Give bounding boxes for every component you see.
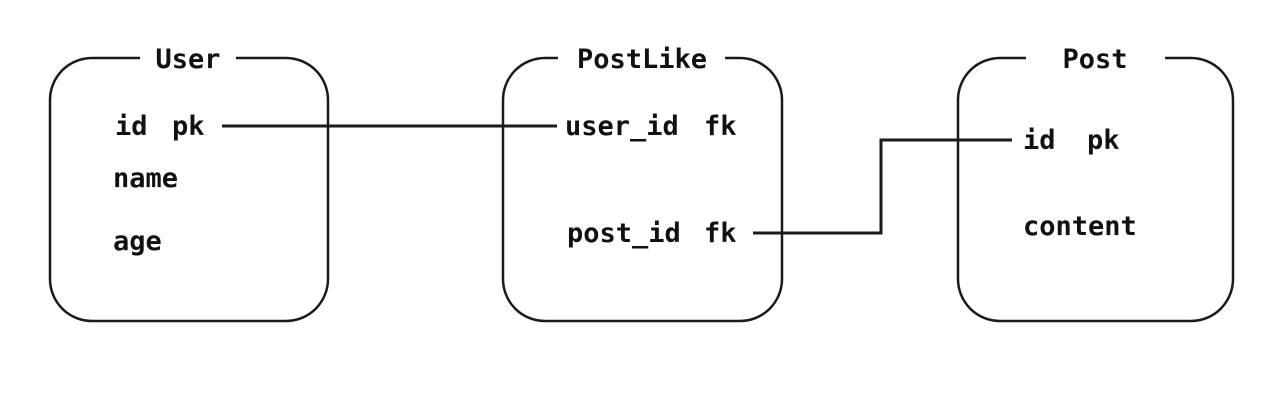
entity-title-post: Post bbox=[1062, 44, 1127, 75]
field-tag-post-id-pk: pk bbox=[1087, 125, 1120, 156]
entity-title-gap-postlike bbox=[558, 46, 725, 74]
entity-title-user: User bbox=[155, 44, 220, 75]
entity-box-user bbox=[48, 56, 330, 323]
entity-box-post bbox=[956, 56, 1235, 323]
entity-title-postlike: PostLike bbox=[577, 44, 707, 75]
entity-title-gap-user bbox=[140, 46, 236, 74]
entity-box-postlike bbox=[501, 56, 784, 323]
field-post-content: content bbox=[1023, 211, 1137, 242]
field-postlike-postid: post_id bbox=[567, 218, 681, 249]
field-user-age: age bbox=[113, 226, 162, 257]
entity-postlike: PostLike user_id fk post_id fk bbox=[501, 44, 784, 323]
field-postlike-userid: user_id bbox=[565, 111, 679, 142]
entity-user: User id pk name age bbox=[48, 44, 330, 323]
field-user-name: name bbox=[113, 163, 178, 194]
entity-post: Post id pk content bbox=[956, 44, 1235, 323]
entity-title-gap-post bbox=[1026, 46, 1165, 74]
field-tag-user-id-pk: pk bbox=[172, 111, 205, 142]
relation-postlike-postid-to-post-id bbox=[753, 138, 1012, 235]
field-tag-postlike-postid-fk: fk bbox=[704, 218, 737, 249]
field-post-id: id bbox=[1023, 125, 1056, 156]
field-user-id: id bbox=[115, 111, 148, 142]
field-tag-postlike-userid-fk: fk bbox=[704, 111, 737, 142]
